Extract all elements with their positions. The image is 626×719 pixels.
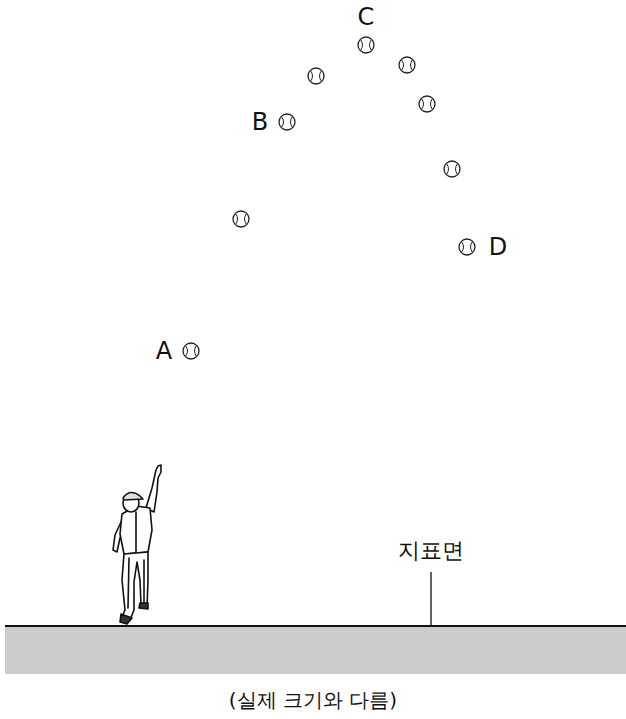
- point-label: A: [156, 339, 172, 363]
- baseball-trajectory: [183, 37, 475, 359]
- ground-line: [5, 625, 626, 627]
- ground-label: 지표면: [398, 540, 464, 562]
- point-label: D: [489, 235, 507, 259]
- player-figure: [113, 465, 161, 624]
- leader-line: [430, 572, 431, 626]
- point-label: C: [358, 5, 375, 29]
- point-label: B: [252, 110, 268, 134]
- figure-caption: (실제 크기와 다름): [229, 690, 397, 710]
- ground-fill: [5, 626, 626, 674]
